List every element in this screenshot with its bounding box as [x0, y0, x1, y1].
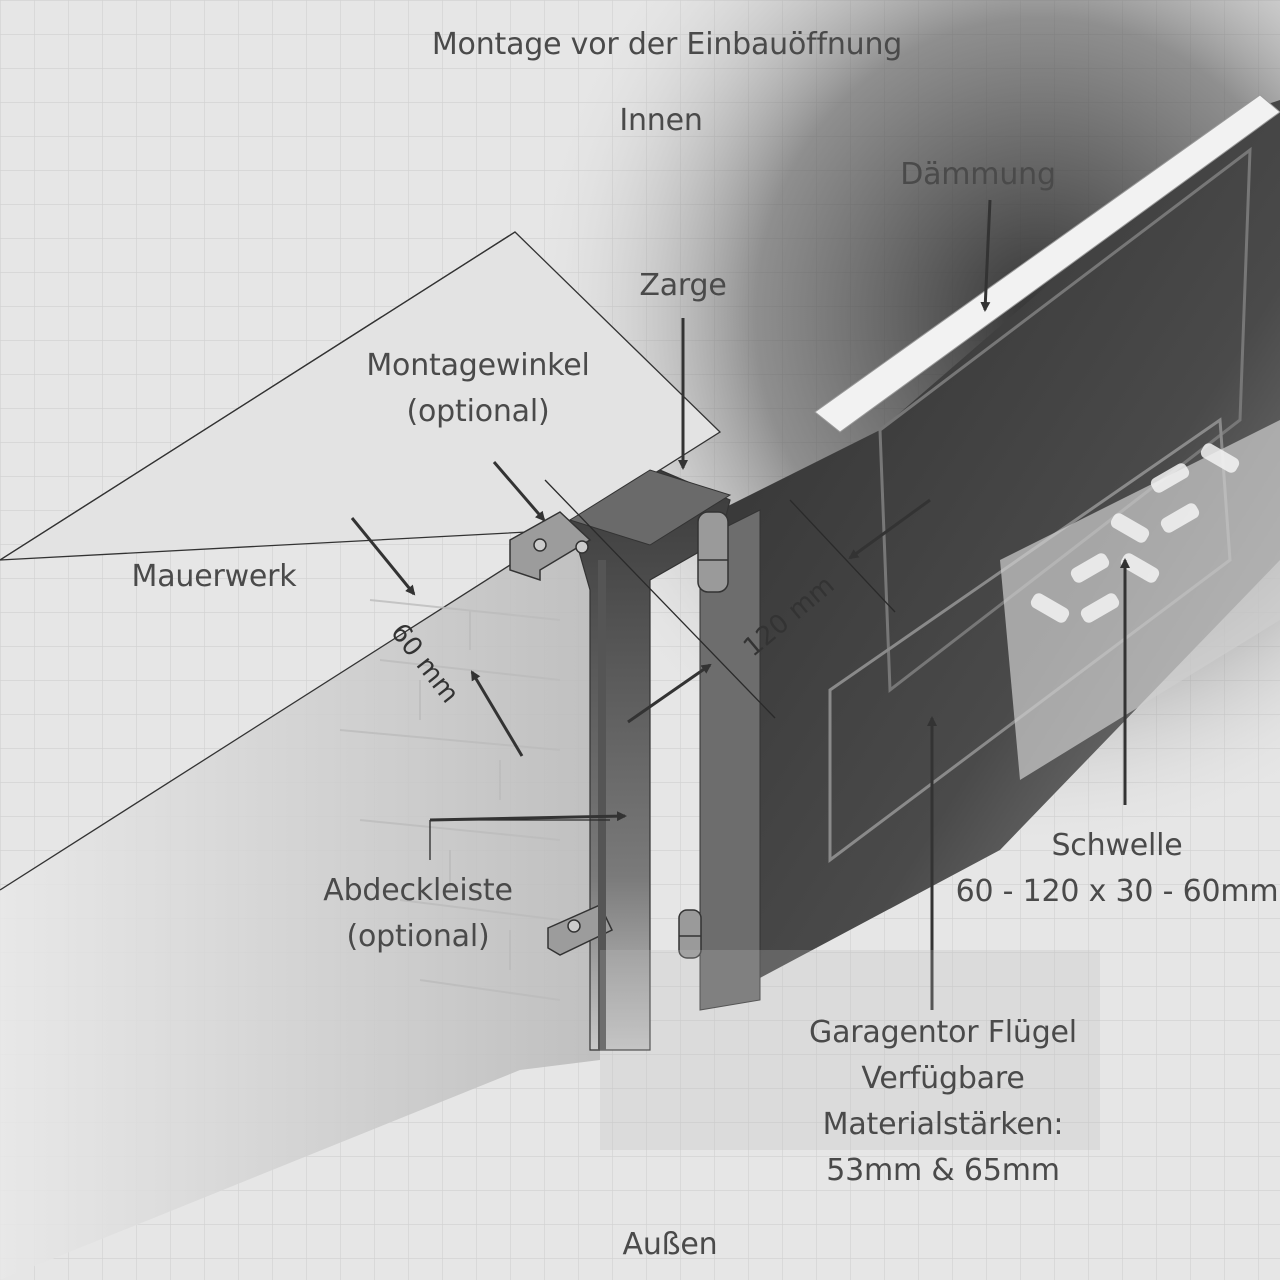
arrow-cover: [429, 811, 627, 822]
door-leaf-edge: [699, 509, 761, 1011]
label-masonry: Mauerwerk: [131, 559, 297, 594]
label-mounting-bracket-line1: Montagewinkel: [366, 348, 590, 383]
mounting-bracket-lower: [547, 904, 614, 956]
sill: [1000, 420, 1280, 780]
label-inside: Innen: [619, 103, 703, 138]
label-mounting-bracket: Montagewinkel (optional): [366, 343, 589, 435]
arrow-frame-width-right: [848, 498, 931, 560]
arrow-insulation: [980, 199, 992, 312]
hinge-lower: [678, 909, 702, 959]
diagram-title: Montage vor der Einbauöffnung: [431, 27, 903, 62]
label-door-leaf-line1: Garagentor Flügel: [809, 1015, 1077, 1050]
cover-strip: [598, 560, 606, 1050]
label-sill-line1: Schwelle: [1051, 828, 1183, 863]
mounting-bracket-upper: [509, 511, 592, 582]
label-door-leaf: Garagentor Flügel Verfügbare Materialstä…: [809, 1010, 1077, 1194]
label-sill: Schwelle 60 - 120 x 30 - 60mm: [956, 823, 1279, 915]
label-cover-strip-line1: Abdeckleiste: [323, 873, 513, 908]
label-mounting-bracket-line2: (optional): [406, 394, 550, 429]
masonry-wall-face: [0, 530, 600, 1280]
brick-pattern: [339, 599, 561, 1001]
arrows: [350, 199, 1130, 1010]
frame-top: [568, 469, 732, 546]
arrow-wall-depth-bottom: [470, 670, 524, 757]
label-cover-strip: Abdeckleiste (optional): [323, 868, 513, 960]
label-door-leaf-line2: Verfügbare: [861, 1061, 1025, 1096]
hinge-upper: [697, 511, 729, 593]
door-leaf: [700, 100, 1280, 1010]
label-door-leaf-line3: Materialstärken:: [822, 1107, 1064, 1142]
label-insulation: Dämmung: [900, 157, 1056, 192]
insulation-strip: [814, 94, 1280, 433]
label-sill-line2: 60 - 120 x 30 - 60mm: [955, 874, 1279, 909]
checker-plate: [1030, 443, 1240, 623]
label-door-leaf-line4: 53mm & 65mm: [826, 1153, 1060, 1188]
arrow-bracket: [492, 461, 546, 522]
label-frame: Zarge: [639, 268, 727, 303]
arrow-frame-width-left: [627, 663, 712, 724]
label-outside: Außen: [622, 1227, 718, 1262]
label-cover-strip-line2: (optional): [346, 919, 490, 954]
arrow-wall-depth-top: [350, 517, 416, 596]
